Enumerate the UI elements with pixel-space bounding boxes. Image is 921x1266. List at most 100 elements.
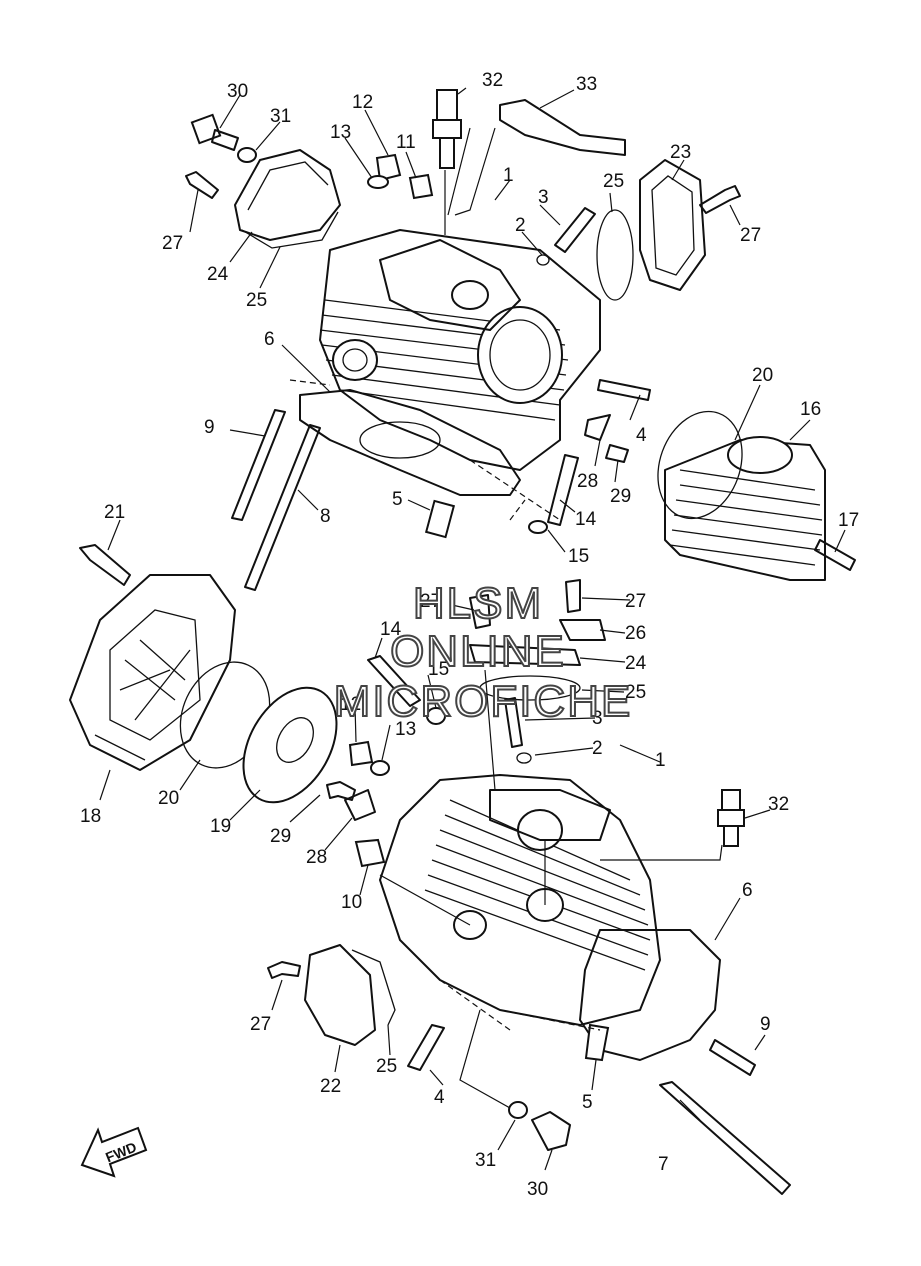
- tappet-cover-18: [69, 574, 236, 771]
- callout: 29: [610, 486, 631, 507]
- callout: 26: [625, 623, 646, 644]
- o-ring-20-upper: [657, 410, 743, 520]
- callout: 24: [625, 653, 647, 674]
- bolt-27-lower-center: [469, 594, 491, 629]
- callout: 4: [434, 1087, 445, 1108]
- callout: 14: [380, 619, 402, 640]
- bolt-27-lower-left: [267, 961, 301, 979]
- stud-8-upper: [244, 424, 321, 591]
- stay-28-upper: [584, 414, 611, 441]
- callout: 18: [80, 806, 101, 827]
- clip-2-lower: [516, 752, 532, 764]
- plate-19: [242, 686, 338, 804]
- callout: 15: [428, 659, 449, 680]
- callout: 13: [330, 122, 351, 143]
- washer-31-upper: [237, 147, 257, 163]
- guide-3-upper: [554, 207, 596, 253]
- callout: 8: [320, 506, 331, 527]
- callout: 1: [655, 750, 666, 771]
- nut-12-upper: [375, 153, 402, 182]
- callout: 20: [752, 365, 773, 386]
- callout-labels: 30 31 27 24 25 12 13 11 32 33 1 3 2 25 2…: [80, 70, 859, 1200]
- gasket-25-upper-left: [241, 211, 339, 249]
- callout: 9: [760, 1014, 771, 1035]
- bolt-30-lower: [531, 1111, 571, 1151]
- callout: 16: [800, 399, 821, 420]
- callout: 30: [227, 81, 248, 102]
- bracket-33: [499, 99, 626, 156]
- stud-9-upper: [231, 409, 286, 521]
- fwd-arrow-icon: FWD: [80, 1126, 148, 1178]
- callout: 27: [420, 591, 441, 612]
- bracket-26: [559, 619, 606, 641]
- rear-head-gasket: [299, 389, 521, 496]
- tappet-cover-upper: [639, 159, 706, 291]
- callout: 25: [603, 171, 624, 192]
- dowel-5-lower: [584, 1023, 610, 1062]
- washer-15-upper: [528, 520, 548, 534]
- stud-4-upper: [597, 379, 651, 401]
- nut-11-upper: [408, 173, 434, 200]
- callout: 4: [636, 425, 647, 446]
- stay-28-lower: [344, 789, 376, 821]
- callout: 3: [592, 708, 603, 729]
- callout: 24: [207, 264, 229, 285]
- callout: 27: [250, 1014, 271, 1035]
- callout: 5: [392, 489, 403, 510]
- front-head-gasket: [579, 929, 721, 1061]
- callout: 31: [270, 106, 291, 127]
- stud-9-lower: [709, 1039, 756, 1076]
- bolt-27-lower-right: [565, 579, 581, 613]
- callout: 13: [395, 719, 416, 740]
- callout: 32: [482, 70, 503, 91]
- callout: 15: [568, 546, 589, 567]
- head-cover-upper: [234, 149, 341, 241]
- callout: 23: [670, 142, 691, 163]
- watermark-line: ONLINE: [390, 627, 566, 676]
- bolt-14-lower: [367, 655, 421, 707]
- callout: 11: [396, 132, 416, 153]
- callout: 33: [576, 74, 597, 95]
- callout: 9: [204, 417, 215, 438]
- spark-plug-lower: [717, 789, 745, 847]
- bolt-27-upper-left: [185, 171, 219, 199]
- bolt-29-upper: [605, 444, 629, 463]
- callout: 14: [575, 509, 597, 530]
- callout: 12: [352, 92, 373, 113]
- rear-cylinder-head: [319, 229, 601, 471]
- callout: 12: [340, 694, 361, 715]
- callout: 17: [838, 510, 859, 531]
- spark-plug-upper: [432, 89, 462, 169]
- washer-13-upper: [367, 175, 389, 189]
- front-cylinder-head: [379, 774, 661, 1026]
- callout: 25: [246, 290, 267, 311]
- callout: 20: [158, 788, 179, 809]
- callout: 3: [538, 187, 549, 208]
- gasket-25-upper-right: [596, 209, 634, 301]
- callout: 22: [320, 1076, 341, 1097]
- leader-lines: [99, 87, 846, 1171]
- callout: 25: [376, 1056, 397, 1077]
- clip-2-upper: [536, 254, 550, 266]
- gasket-25-lower-left: [351, 949, 396, 1026]
- callout: 25: [625, 682, 646, 703]
- callout: 27: [625, 591, 646, 612]
- bolt-29-lower: [326, 781, 356, 801]
- callout: 28: [577, 471, 598, 492]
- nut-12-lower: [348, 740, 374, 767]
- gasket-25-lower-right: [479, 675, 581, 701]
- callout: 6: [264, 329, 275, 350]
- assembly-lines: [289, 127, 723, 1109]
- bolt-30-upper: [190, 113, 239, 151]
- nut-10: [354, 838, 386, 868]
- cover-24-lower: [469, 644, 581, 666]
- callout: 27: [740, 225, 761, 246]
- callout: 28: [306, 847, 327, 868]
- rear-cylinder: [664, 436, 826, 581]
- callout: 21: [104, 502, 125, 523]
- stud-4-lower: [407, 1024, 445, 1071]
- bolt-27-upper-right: [699, 185, 741, 214]
- callout: 30: [527, 1179, 548, 1200]
- dowel-5-upper: [424, 499, 456, 539]
